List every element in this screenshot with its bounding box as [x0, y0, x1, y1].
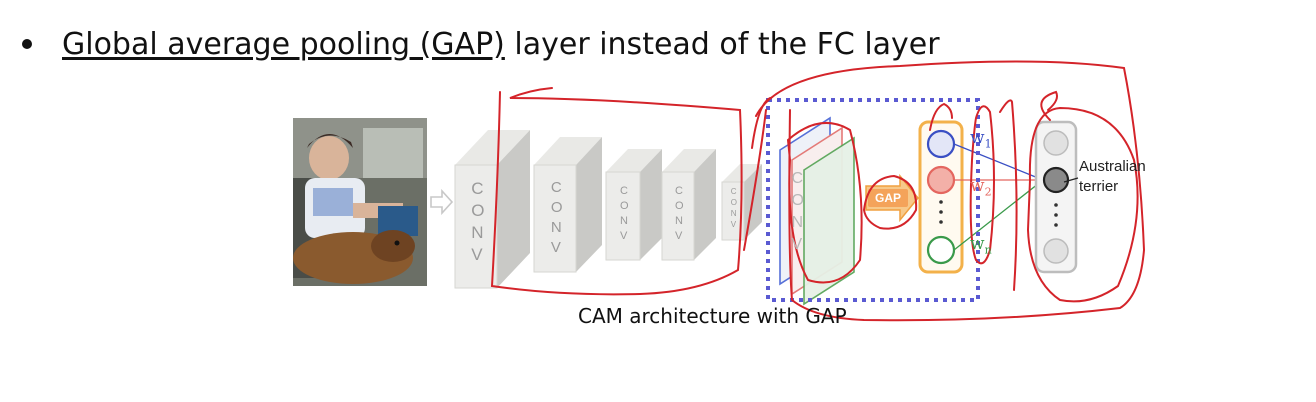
weight-line-1 [953, 143, 1044, 181]
annotation-gap-loop [862, 174, 918, 230]
output-label-line2: terrier [1079, 178, 1119, 195]
annotation-outer-enclosure [755, 60, 1146, 322]
handwritten-annotations [490, 60, 1146, 322]
figure-caption: CAM architecture with GAP [578, 304, 847, 328]
annotation-feature-map-loop [786, 122, 863, 284]
output-node-column [1034, 120, 1078, 274]
weight-label-1: w1 [970, 128, 992, 151]
conv-block-4 [661, 149, 716, 261]
gap-node-1 [926, 129, 956, 159]
conv-label-3: CONV [619, 185, 629, 242]
gap-label: GAP [874, 191, 901, 205]
gap-node-column [918, 120, 964, 274]
annotation-weights-loop [969, 105, 995, 265]
gap-node-n [926, 235, 956, 265]
input-arrow [430, 188, 454, 216]
input-photo-drawing [293, 118, 427, 286]
gap-node-2 [926, 165, 956, 195]
bullet-rest-text: layer instead of the FC layer [504, 26, 940, 62]
conv-label-4: CONV [674, 185, 684, 242]
annotation-conv-enclosure [490, 87, 743, 296]
annotation-output-loop [1026, 106, 1139, 303]
feature-maps [779, 116, 855, 306]
bullet-dot [22, 39, 32, 49]
bullet-underlined-text: Global average pooling (GAP) [62, 26, 505, 62]
conv-label-2: CONV [550, 179, 563, 256]
conv-block-2 [533, 137, 602, 273]
conv-label-1: CONV [471, 179, 485, 264]
conv-label-5: CONV [730, 187, 738, 229]
conv-block-3 [605, 149, 662, 261]
conv-block-1 [454, 130, 530, 289]
gap-arrow [865, 173, 919, 223]
output-label-line1: Australian [1079, 158, 1146, 175]
conv-label-6: CONV [791, 170, 804, 253]
dashed-selection-box [766, 98, 980, 302]
bullet-item: Global average pooling (GAP) layer inste… [22, 22, 940, 66]
weight-line-n [953, 179, 1044, 251]
input-photo [293, 118, 427, 286]
weight-label-2: w2 [970, 176, 992, 199]
weight-label-n: wn [970, 234, 992, 257]
output-node-selected [1042, 166, 1070, 194]
